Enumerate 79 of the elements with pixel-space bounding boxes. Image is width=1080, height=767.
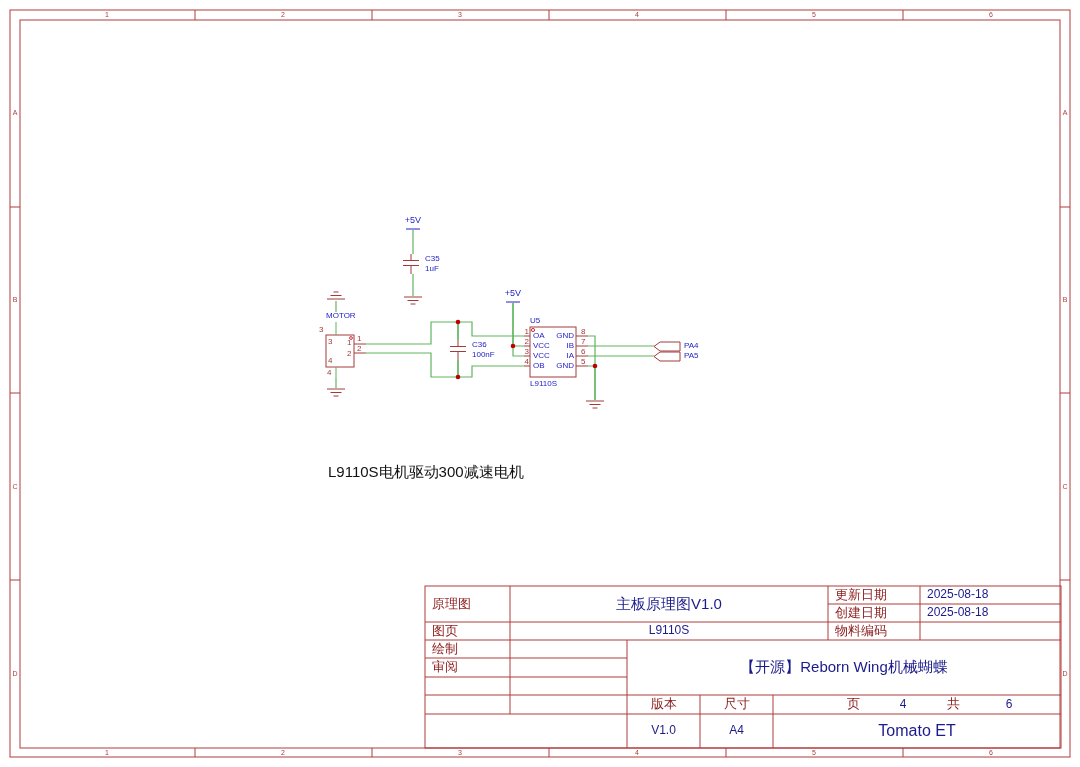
- pin-number: 3: [319, 326, 324, 334]
- field-value: L9110S: [647, 622, 691, 640]
- pin-name: GND: [556, 332, 574, 340]
- field-value: 4: [898, 695, 908, 713]
- field-name: 页: [845, 695, 861, 714]
- net-name: PA5: [684, 352, 699, 360]
- pin-name: OB: [533, 362, 545, 370]
- power-flag: [502, 289, 524, 303]
- field-value: Tomato ET: [877, 721, 957, 742]
- field-name: 审阅: [431, 658, 459, 677]
- pin-number: 7: [581, 337, 586, 346]
- pin-name: IB: [566, 342, 574, 350]
- component-value: 100nF: [472, 351, 495, 359]
- wire: [587, 365, 596, 401]
- wire: [412, 273, 414, 297]
- pin-number: 3: [524, 347, 529, 356]
- field-value: V1.0: [650, 722, 677, 740]
- net-name: +5V: [403, 216, 423, 225]
- pin-number: 1: [524, 327, 529, 336]
- connector-name: MOTOR: [326, 312, 356, 320]
- field-name: 原理图: [431, 594, 472, 613]
- pin-number: 2: [524, 337, 529, 346]
- pin-number: 3: [328, 338, 333, 346]
- pin-name: OA: [533, 332, 545, 340]
- pin-name: GND: [556, 362, 574, 370]
- field-name: 尺寸: [722, 695, 751, 714]
- field-name: 更新日期: [834, 586, 888, 604]
- wire: [512, 302, 525, 357]
- pin-number: 5: [581, 357, 586, 366]
- field-name: 创建日期: [834, 604, 888, 622]
- ground-symbol: [404, 296, 422, 306]
- wire: [587, 345, 655, 347]
- wire: [412, 229, 414, 255]
- pin-number: 8: [581, 327, 586, 336]
- field-name: 图页: [431, 622, 459, 640]
- pin-number: 4: [328, 357, 333, 365]
- wire: [365, 321, 459, 345]
- pin-number: 1: [347, 339, 352, 347]
- net-label: [654, 341, 700, 351]
- field-value: 【开源】Reborn Wing机械蝴蝶: [739, 657, 949, 678]
- connector-symbol: [318, 312, 366, 378]
- wire: [457, 359, 525, 378]
- wire: [587, 355, 655, 357]
- designator: C36: [472, 341, 487, 349]
- field-value: 主板原理图V1.0: [615, 593, 723, 614]
- ground-symbol: [327, 388, 345, 398]
- net-label: [654, 351, 700, 361]
- pin-number: 6: [581, 347, 586, 356]
- wire: [335, 377, 337, 389]
- ground-symbol: [327, 291, 345, 301]
- designator: U5: [530, 317, 541, 325]
- pin-name: VCC: [533, 352, 550, 360]
- wire: [365, 352, 459, 378]
- field-name: 绘制: [431, 640, 459, 658]
- pin-name: IA: [566, 352, 574, 360]
- pin-number: 2: [357, 345, 362, 353]
- field-name: 版本: [649, 695, 678, 714]
- wire: [335, 300, 337, 313]
- capacitor-symbol: [403, 254, 443, 274]
- field-name: 物料编码: [834, 622, 888, 640]
- field-name: 共: [945, 695, 961, 714]
- pin-number: 4: [327, 369, 332, 377]
- net-name: PA4: [684, 342, 699, 350]
- field-value: 6: [1004, 695, 1014, 713]
- field-value: 2025-08-18: [926, 586, 990, 604]
- field-value: 2025-08-18: [926, 604, 990, 622]
- part-number: L9110S: [530, 380, 557, 388]
- power-flag: [402, 216, 424, 230]
- designator: C35: [425, 255, 440, 263]
- net-name: +5V: [503, 289, 523, 298]
- pin-number: 1: [357, 335, 362, 343]
- pin-number: 4: [524, 357, 529, 366]
- pin-name: VCC: [533, 342, 550, 350]
- component-value: 1uF: [425, 265, 439, 273]
- ground-symbol: [586, 400, 604, 410]
- pin-number: 2: [347, 350, 352, 358]
- wire: [457, 321, 525, 341]
- field-value: A4: [728, 722, 745, 740]
- schematic-note: L9110S电机驱动300减速电机: [328, 462, 525, 482]
